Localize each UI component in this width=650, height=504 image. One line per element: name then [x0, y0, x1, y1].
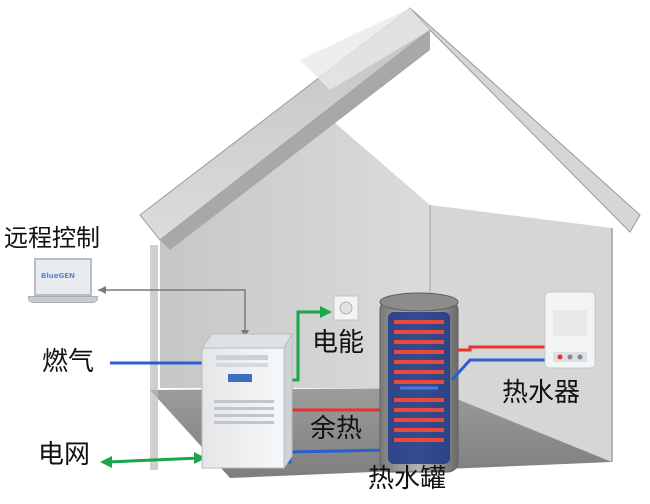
roof-underside	[160, 30, 430, 250]
water-heater	[544, 291, 596, 369]
back-wall-right	[430, 205, 612, 462]
laptop-logo: BlueGEN	[41, 272, 75, 280]
water-tank	[379, 292, 459, 473]
bluegen-unit	[201, 332, 293, 470]
water-heater-label: 热水器	[502, 378, 581, 408]
laptop-base	[28, 296, 98, 303]
grid-label: 电网	[38, 440, 91, 470]
grid-line	[107, 456, 201, 464]
waste-heat-label: 余热	[310, 414, 363, 444]
front-wall-left	[150, 245, 158, 470]
roof-right	[409, 7, 641, 233]
remote-control-label: 远程控制	[4, 224, 100, 252]
laptop: BlueGEN	[28, 258, 98, 304]
control-line	[98, 289, 246, 336]
gas-label: 燃气	[42, 347, 95, 377]
heater-hot-pipe	[458, 345, 545, 352]
electricity-label: 电能	[312, 328, 365, 358]
water-tank-label: 热水罐	[368, 464, 447, 494]
roof-ridge-face	[300, 8, 430, 90]
heater-cold-pipe	[450, 358, 545, 382]
laptop-screen: BlueGEN	[34, 258, 92, 296]
